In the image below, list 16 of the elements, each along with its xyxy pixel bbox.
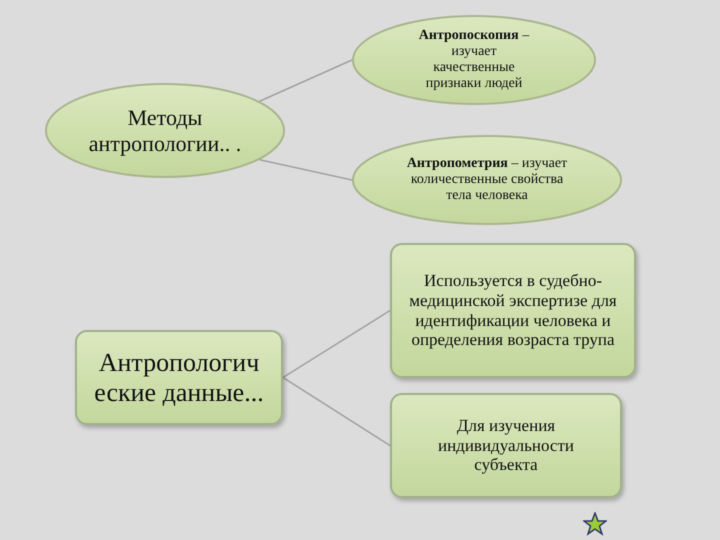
- node-text: Методы антропологии.. .: [88, 105, 242, 156]
- ellipse-node: [45, 83, 285, 178]
- ellipse-node: [352, 15, 596, 105]
- connector-line: [282, 376, 390, 446]
- connector-line: [259, 59, 352, 102]
- rounded-box: [390, 393, 622, 498]
- node-text: Антропометрия – изучает количественные свойства тела человека: [406, 156, 568, 204]
- connector-line: [259, 158, 352, 181]
- node-text: Антропоскопия – изучает качественные признаки людей: [418, 28, 530, 92]
- rounded-box: [390, 243, 636, 378]
- connector-line: [282, 310, 390, 378]
- node-text: Используется в судебно-медицинской экспертизе для идентификации человека и определения возраста трупа: [408, 271, 618, 350]
- rounded-box: [75, 330, 283, 425]
- node-text: Антропологич еские данные...: [93, 348, 265, 408]
- ellipse-node: [352, 135, 622, 225]
- node-text: Для изучения индивидуальности субъекта: [436, 416, 576, 475]
